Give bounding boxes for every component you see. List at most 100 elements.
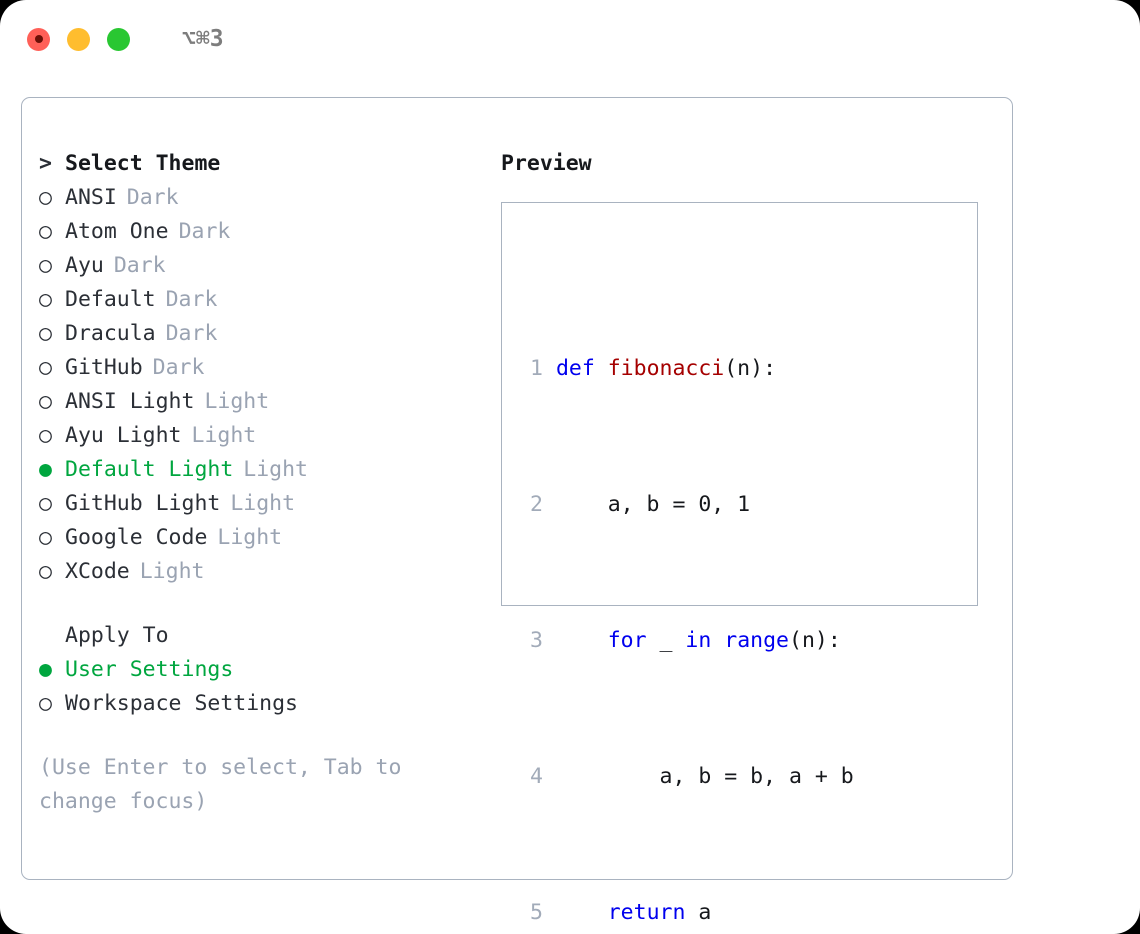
apply-to-option-label: User Settings [65,657,234,682]
radio-unselected-icon[interactable]: ○ [39,389,52,414]
radio-unselected-icon[interactable]: ○ [39,559,52,584]
theme-name: ANSI [65,185,117,210]
theme-category-tag: Dark [152,355,205,380]
radio-unselected-icon[interactable]: ○ [39,287,52,312]
line-number: 4 [530,764,543,789]
code-token-keyword: def [555,356,608,381]
theme-category-tag: Light [139,559,205,584]
theme-list-column: > Select Theme ○ ANSI Dark ○ Atom One Da… [39,147,489,819]
theme-option-default-light[interactable]: ● Default Light Light [39,453,489,487]
hint-spacer [39,721,489,751]
code-token-plain [556,628,608,653]
code-token-builtin: range [724,628,789,653]
line-number: 2 [530,492,543,517]
theme-option-ayu-light[interactable]: ○ Ayu Light Light [39,419,489,453]
theme-name: Dracula [65,321,156,346]
theme-option-atom-one-dark[interactable]: ○ Atom One Dark [39,215,489,249]
preview-title: Preview [501,151,592,176]
theme-category-tag: Light [217,525,283,550]
code-token-plain: a [685,900,712,925]
theme-name: GitHub [65,355,143,380]
preview-box: 1 def fibonacci(n): 2 a, b = 0, 1 3 for … [501,202,978,925]
radio-unselected-icon[interactable]: ○ [39,219,52,244]
code-token-keyword: for [607,628,647,653]
theme-category-tag: Dark [113,253,166,278]
apply-to-option-workspace-settings[interactable]: ○ Workspace Settings [39,687,489,721]
code-token-plain: _ [646,628,686,653]
radio-unselected-icon[interactable]: ○ [39,691,52,716]
code-line: 1 def fibonacci(n): [517,352,880,386]
theme-name: ANSI Light [65,389,195,414]
theme-category-tag: Dark [165,287,218,312]
spacer-marker: ○ [39,619,65,653]
code-line: 2 a, b = 0, 1 [517,488,880,522]
theme-option-default-dark[interactable]: ○ Default Dark [39,283,489,317]
radio-selected-icon[interactable]: ● [39,457,52,482]
radio-selected-icon[interactable]: ● [39,657,52,682]
section-spacer [39,589,489,619]
code-sample: 1 def fibonacci(n): 2 a, b = 0, 1 3 for … [517,250,880,934]
theme-name: GitHub Light [65,491,221,516]
theme-list-title: Select Theme [65,151,221,176]
radio-unselected-icon[interactable]: ○ [39,423,52,448]
line-number: 1 [530,356,543,381]
radio-unselected-icon[interactable]: ○ [39,253,52,278]
theme-option-ayu-dark[interactable]: ○ Ayu Dark [39,249,489,283]
apply-to-title: Apply To [65,623,169,648]
theme-category-tag: Light [243,457,309,482]
theme-category-tag: Light [204,389,270,414]
theme-name: Google Code [65,525,208,550]
theme-name: Default [65,287,156,312]
preview-column: Preview 1 def fibonacci(n): 2 a, b = 0, … [501,147,1001,925]
code-token-plain: (n): [789,628,841,653]
code-token-keyword: return [607,900,686,925]
minimize-button[interactable] [67,27,90,51]
keyboard-shortcut-label: ⌥⌘3 [182,26,224,52]
theme-category-tag: Dark [165,321,218,346]
apply-to-option-label: Workspace Settings [65,691,298,716]
theme-option-dracula-dark[interactable]: ○ Dracula Dark [39,317,489,351]
line-number: 3 [530,628,543,653]
window-controls [27,27,130,51]
code-line: 4 a, b = b, a + b [517,760,880,794]
radio-unselected-icon[interactable]: ○ [39,355,52,380]
theme-option-github-dark[interactable]: ○ GitHub Dark [39,351,489,385]
theme-name: Ayu Light [65,423,182,448]
close-button[interactable] [27,27,50,51]
code-token-plain: a, b = 0, 1 [555,492,751,517]
theme-option-xcode[interactable]: ○ XCode Light [39,555,489,589]
theme-list-header: > Select Theme [39,147,489,181]
radio-unselected-icon[interactable]: ○ [39,321,52,346]
radio-unselected-icon[interactable]: ○ [39,185,52,210]
prompt-caret-icon: > [39,151,52,176]
theme-name: Default Light [65,457,234,482]
code-token-plain [711,628,724,653]
theme-picker-panel: > Select Theme ○ ANSI Dark ○ Atom One Da… [21,97,1013,925]
theme-option-github-light[interactable]: ○ GitHub Light Light [39,487,489,521]
radio-unselected-icon[interactable]: ○ [39,491,52,516]
code-line: 3 for _ in range(n): [517,624,880,658]
theme-name: Ayu [65,253,104,278]
code-line: 5 return a [517,896,880,930]
maximize-button[interactable] [107,27,130,51]
radio-unselected-icon[interactable]: ○ [39,525,52,550]
code-token-plain: a, b = b, a + b [555,764,854,789]
code-token-plain: (n): [724,356,777,381]
keyboard-hint-text: (Use Enter to select, Tab to change focu… [39,755,402,814]
apply-to-option-user-settings[interactable]: ● User Settings [39,653,489,687]
title-bar: ⌥⌘3 [0,0,1140,78]
theme-category-tag: Dark [126,185,179,210]
theme-option-google-code[interactable]: ○ Google Code Light [39,521,489,555]
apply-to-header: ○ Apply To [39,619,489,653]
code-token-plain [556,900,608,925]
theme-category-tag: Light [230,491,296,516]
theme-category-tag: Dark [178,219,231,244]
code-token-function: fibonacci [607,356,725,381]
code-token-keyword: in [685,628,712,653]
line-number: 5 [530,900,543,925]
theme-option-ansi-dark[interactable]: ○ ANSI Dark [39,181,489,215]
theme-name: Atom One [65,219,169,244]
theme-category-tag: Light [191,423,257,448]
theme-option-ansi-light[interactable]: ○ ANSI Light Light [39,385,489,419]
